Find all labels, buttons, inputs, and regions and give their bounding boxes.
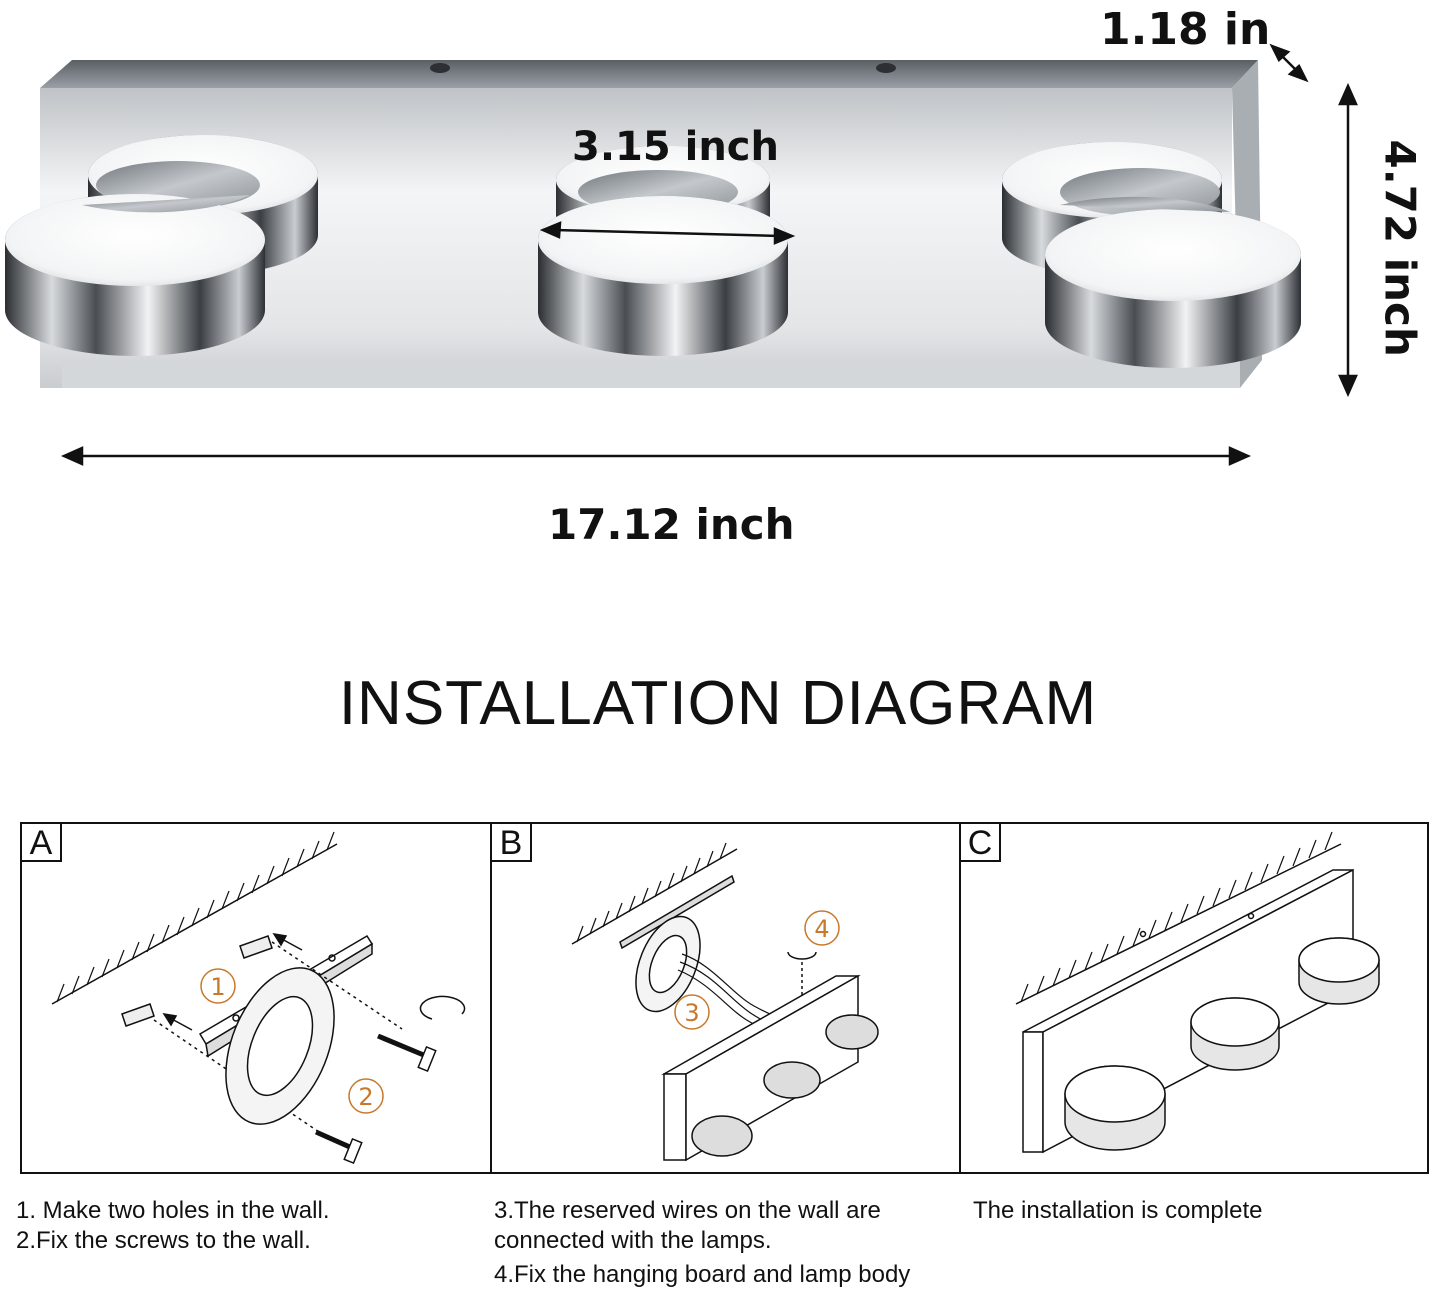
wall-hatching [1020,831,1333,1003]
caption-b-line-3: 4.Fix the hanging board and lamp body [494,1261,911,1288]
dimension-width-label: 17.12 inch [548,500,795,549]
step-1-marker: 1 [200,968,236,1004]
svg-text:1: 1 [210,973,225,1001]
ceiling-plate [635,915,701,1013]
installed-lamp-board [1022,868,1380,1154]
panel-c: C [959,822,1429,1174]
lamp-right [1002,142,1301,368]
panel-b: B [490,822,961,1174]
ceiling-plate [225,967,335,1125]
caption-c-line-1: The installation is complete [973,1197,1263,1224]
panel-b-drawing: 3 4 [571,842,879,1162]
panel-b-label: B [490,822,532,862]
panel-a-drawing: 1 2 [51,831,466,1165]
screw-icon [314,1033,437,1165]
panel-c-drawing [1015,831,1380,1154]
dimension-height-label: 4.72 inch [1375,139,1425,357]
step-4-marker: 4 [804,910,840,946]
wall-anchor-icon [121,935,273,1027]
product-illustration [5,43,1358,466]
wall-hatching [56,831,335,1003]
mounting-bracket [619,874,735,950]
svg-text:3: 3 [684,999,699,1027]
lamp-board [661,974,879,1162]
dimension-arrows [60,43,1358,466]
caption-a-line-2: 2.Fix the screws to the wall. [16,1227,311,1254]
caption-b-line-1: 3.The reserved wires on the wall are [494,1197,881,1224]
step-3-marker: 3 [674,994,710,1030]
dimension-thickness-label: 1.18 in [1100,4,1271,55]
rotate-arrow-icon [419,995,466,1020]
guide-lines [153,941,403,1135]
panel-a-label: A [20,822,62,862]
diagram-title: INSTALLATION DIAGRAM [338,669,1098,738]
rotate-arrow-icon [787,951,817,960]
lamp-left [5,135,318,356]
lamp-center [538,146,788,356]
caption-a-line-1: 1. Make two holes in the wall. [16,1197,330,1224]
panel-a: A [20,822,492,1174]
direction-arrow-icon [162,932,303,1031]
caption-b-line-2: connected with the lamps. [494,1227,772,1254]
dimension-lamp-diameter-label: 3.15 inch [572,124,779,170]
step-2-marker: 2 [348,1078,384,1114]
wall-hatching [576,842,727,943]
svg-text:2: 2 [358,1083,373,1111]
svg-text:4: 4 [814,915,829,943]
panel-c-label: C [959,822,1001,862]
